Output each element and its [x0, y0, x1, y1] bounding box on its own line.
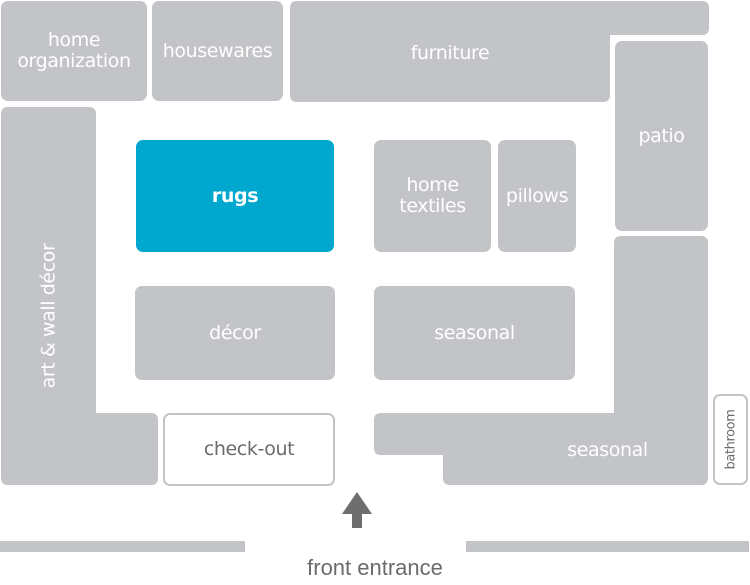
dept-label: home	[406, 174, 459, 196]
dept-label: organization	[17, 50, 131, 72]
dept-label: rugs	[211, 184, 259, 207]
dept-housewares[interactable]: housewares	[152, 1, 283, 101]
dept-seasonal-center[interactable]: seasonal	[374, 286, 575, 380]
arrow-up-icon	[342, 492, 372, 528]
dept-check-out[interactable]: check-out	[163, 413, 335, 486]
dept-label: bathroom	[723, 409, 738, 470]
front-entrance-label: front entrance	[307, 555, 443, 580]
dept-rugs[interactable]: rugs	[136, 140, 334, 252]
dept-label: textiles	[399, 195, 466, 217]
dept-label: pillows	[505, 184, 569, 207]
dept-label: seasonal	[434, 321, 515, 344]
dept-seasonal-corner	[374, 236, 708, 485]
dept-label: patio	[638, 124, 685, 147]
dept-furniture-label[interactable]: furniture	[410, 42, 490, 64]
dept-patio[interactable]: patio	[615, 41, 708, 231]
dept-furniture	[290, 1, 709, 102]
dept-bathroom[interactable]: bathroom	[713, 394, 748, 485]
dept-art-wall-decor-label[interactable]: art & wall décor	[1, 107, 96, 485]
dept-label: housewares	[162, 39, 273, 62]
entrance-wall-right	[466, 541, 749, 552]
dept-label: décor	[209, 321, 261, 344]
entrance-wall-left	[0, 541, 245, 552]
dept-decor[interactable]: décor	[135, 286, 335, 380]
dept-seasonal-corner-label[interactable]: seasonal	[567, 439, 648, 461]
dept-pillows[interactable]: pillows	[498, 140, 576, 252]
dept-art-wall-decor	[1, 107, 158, 485]
dept-label: home	[47, 29, 101, 51]
dept-label: art & wall décor	[37, 243, 60, 389]
dept-label: check-out	[203, 438, 295, 460]
